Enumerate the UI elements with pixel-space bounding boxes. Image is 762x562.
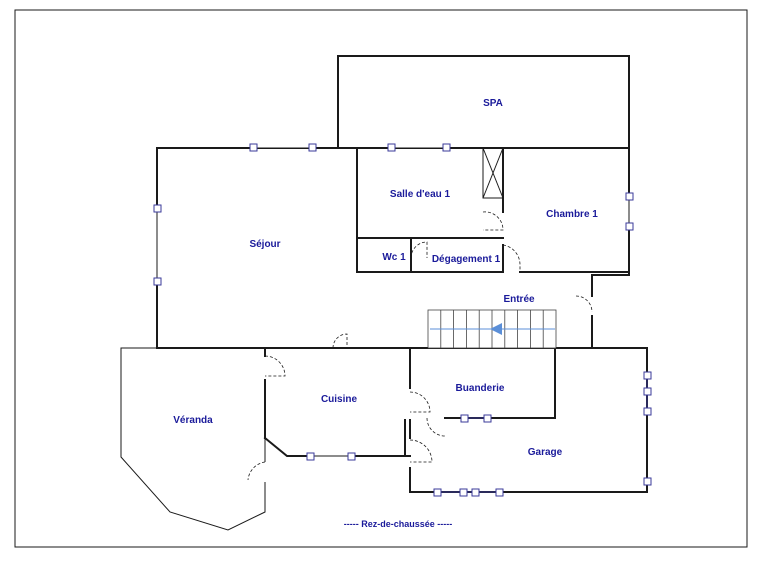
- windows: [153, 143, 652, 497]
- veranda-walls: [120, 347, 266, 531]
- staircase: [427, 309, 557, 349]
- door-chambre: [502, 244, 521, 272]
- room-label-garage: Garage: [528, 447, 563, 458]
- plan-frame: [14, 9, 748, 548]
- plan-caption: ----- Rez-de-chaussée -----: [344, 519, 453, 529]
- door-buanderie-2: [426, 417, 446, 437]
- stair-arrow-icon: [490, 323, 502, 335]
- room-label-cuisine: Cuisine: [321, 394, 358, 405]
- door-wc: [410, 241, 428, 259]
- room-label-entree: Entrée: [503, 294, 535, 305]
- door-entree: [575, 295, 593, 313]
- room-label-chambre: Chambre 1: [546, 209, 598, 220]
- cuisine-bottom-wall: [263, 436, 411, 457]
- shaft-cross-2: [482, 147, 504, 199]
- chambre-walls: [591, 147, 630, 276]
- room-label-buanderie: Buanderie: [456, 383, 505, 394]
- sejour-walls: [156, 147, 409, 349]
- garage-walls: [409, 347, 648, 493]
- room-label-salle-eau: Salle d'eau 1: [390, 189, 451, 200]
- room-label-spa: SPA: [483, 98, 503, 109]
- room-label-wc: Wc 1: [382, 252, 406, 263]
- room-label-sejour: Séjour: [249, 239, 280, 250]
- shaft: [482, 147, 504, 199]
- door-salle-eau: [482, 211, 504, 231]
- room-label-veranda: Véranda: [173, 415, 213, 426]
- door-sejour: [332, 333, 348, 349]
- door-cuisine: [264, 355, 286, 377]
- room-label-degagement: Dégagement 1: [432, 254, 501, 265]
- door-buanderie: [409, 391, 431, 413]
- door-veranda: [247, 461, 266, 481]
- doors: [247, 211, 593, 481]
- door-garage: [409, 439, 433, 463]
